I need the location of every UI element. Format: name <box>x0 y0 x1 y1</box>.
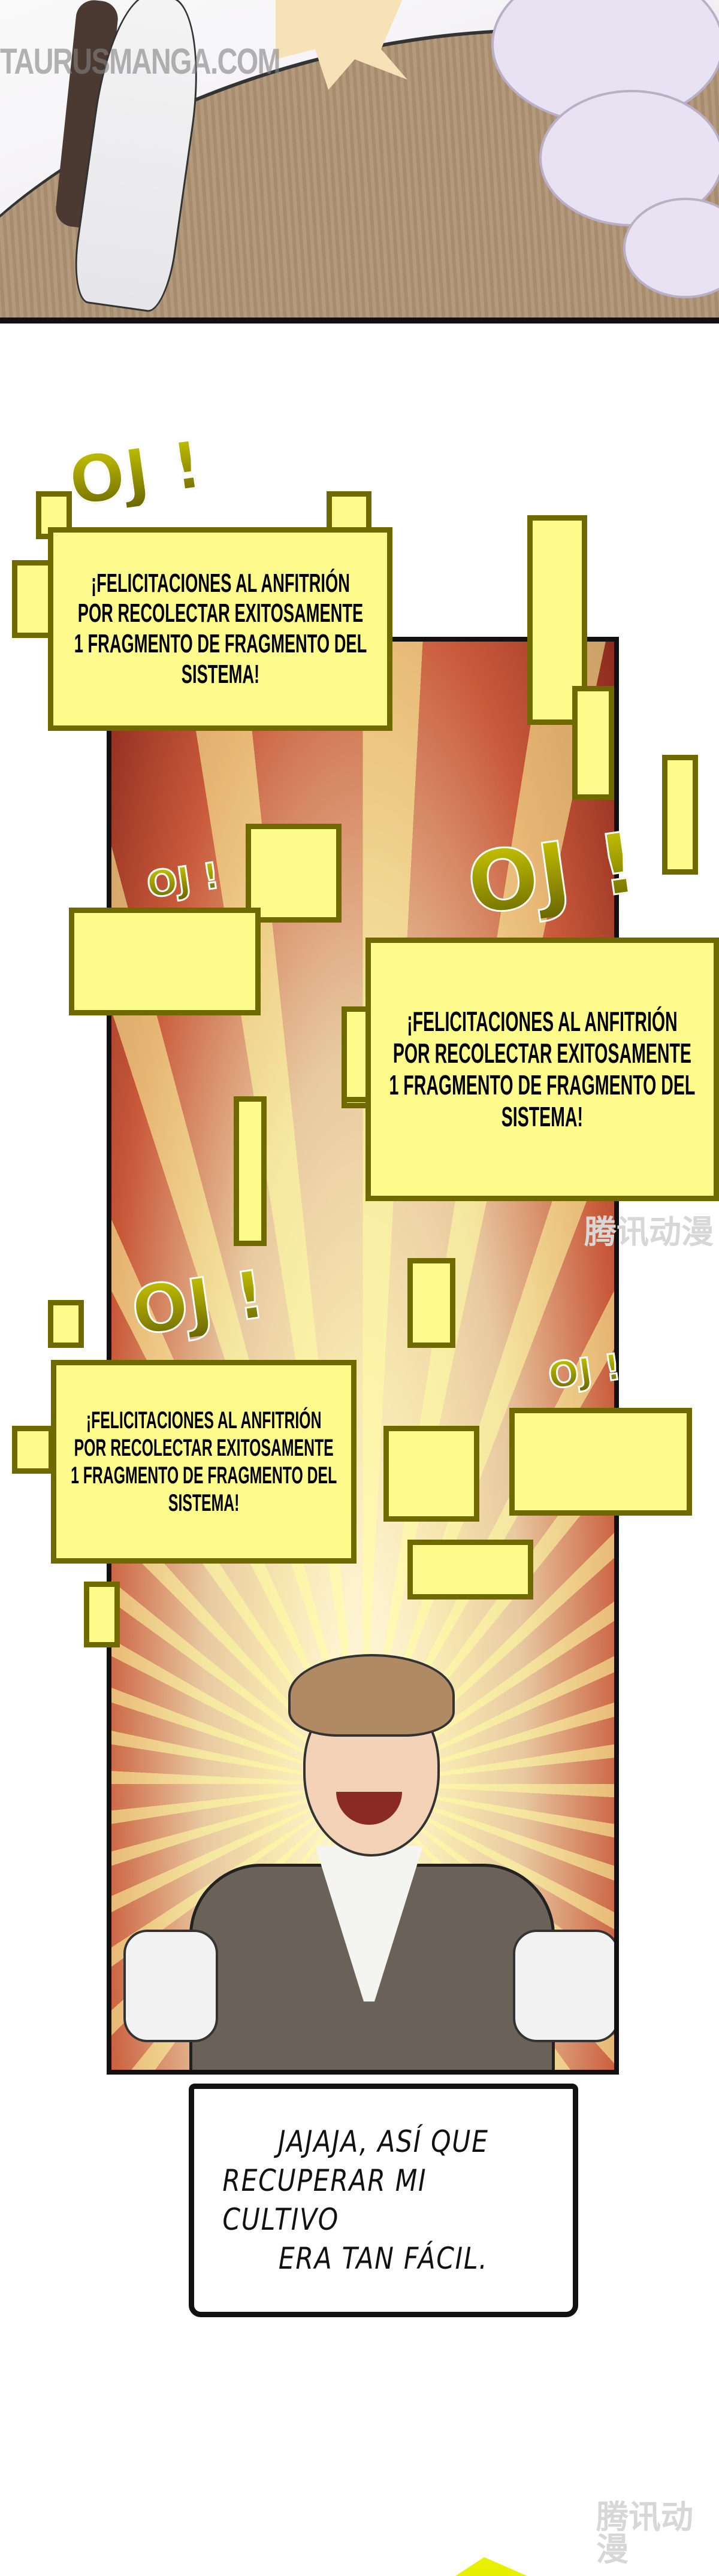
notification-line: 1 FRAGMENTO DE FRAGMENTO DEL <box>74 629 367 658</box>
fragment-block <box>572 686 614 800</box>
fragment-block <box>234 1096 267 1246</box>
system-notification-1: ¡FELICITACIONES AL ANFITRIÓN POR RECOLEC… <box>48 527 392 731</box>
watermark-tencent: 腾讯动漫 <box>596 2498 693 2568</box>
notification-line: 1 FRAGMENTO DE FRAGMENTO DEL <box>70 1462 337 1489</box>
fragment-block <box>407 1258 455 1348</box>
watermark-taurusmanga: TAURUSMANGA.COM <box>0 41 281 81</box>
notification-line: SISTEMA! <box>168 1490 240 1516</box>
notification-line: POR RECOLECTAR EXITOSAMENTE <box>77 598 363 628</box>
small-popup-exclamation: OJ ! <box>143 854 223 907</box>
small-popup <box>509 1408 692 1516</box>
speech-bubble: JAJAJA, ASÍ QUE RECUPERAR MI CULTIVO ERA… <box>189 2084 578 2317</box>
fragment-block <box>246 824 342 923</box>
notification-line: ¡FELICITACIONES AL ANFITRIÓN <box>90 568 350 598</box>
speech-line: RECUPERAR MI CULTIVO <box>222 2163 427 2237</box>
panel-divider <box>0 318 719 323</box>
next-panel-fragment <box>455 2557 527 2576</box>
notification-line: ¡FELICITACIONES AL ANFITRIÓN <box>407 1006 678 1038</box>
system-notification-2: ¡FELICITACIONES AL ANFITRIÓN POR RECOLEC… <box>365 938 719 1201</box>
speech-line: JAJAJA, ASÍ QUE <box>278 2124 489 2159</box>
character-sleeve-right <box>513 1930 614 2042</box>
fragment-block <box>48 1300 84 1348</box>
fragment-block <box>662 755 698 875</box>
small-popup <box>69 908 261 1015</box>
notification-exclamation: OJ ! <box>460 814 644 936</box>
notification-line: 1 FRAGMENTO DE FRAGMENTO DEL <box>389 1069 696 1100</box>
watermark-tencent: 腾讯动漫 <box>584 1213 714 1251</box>
notification-line: POR RECOLECTAR EXITOSAMENTE <box>74 1435 334 1461</box>
fragment-block <box>84 1582 120 1647</box>
top-panel-illustration: TAURUSMANGA.COM <box>0 0 719 318</box>
notification-line: SISTEMA! <box>501 1100 584 1132</box>
notification-exclamation: OJ ! <box>64 425 209 522</box>
notification-line: ¡FELICITACIONES AL ANFITRIÓN <box>86 1407 322 1434</box>
fragment-block <box>12 1426 54 1474</box>
notification-line: SISTEMA! <box>181 659 259 689</box>
fragment-block <box>383 1426 479 1522</box>
small-popup-exclamation: OJ ! <box>545 1345 624 1398</box>
notification-exclamation: OJ ! <box>126 1255 271 1352</box>
smoke-cloud <box>623 198 719 298</box>
speech-line: ERA TAN FÁCIL. <box>279 2241 488 2276</box>
notification-line: POR RECOLECTAR EXITOSAMENTE <box>392 1038 692 1069</box>
character-sleeve-left <box>123 1930 218 2042</box>
character-hair <box>288 1654 455 1737</box>
fragment-block <box>407 1540 533 1600</box>
main-panel <box>107 637 619 2075</box>
system-notification-3: ¡FELICITACIONES AL ANFITRIÓN POR RECOLEC… <box>51 1360 357 1564</box>
